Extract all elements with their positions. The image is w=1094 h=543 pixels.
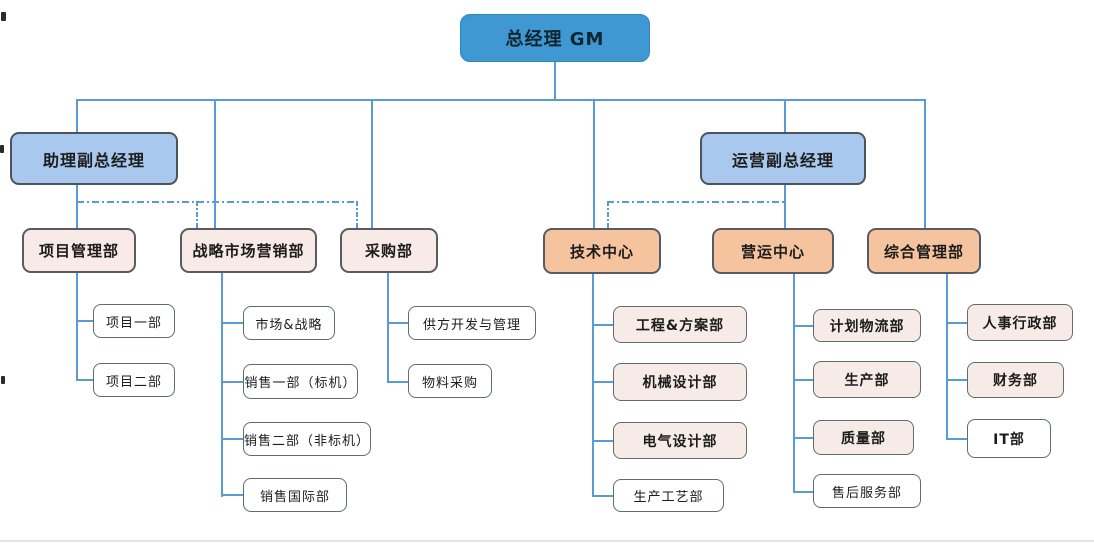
dotted-drop-technology-center — [607, 201, 609, 229]
stub-project-dept-1 — [76, 320, 93, 322]
stub-electrical-design — [592, 440, 613, 442]
stub-sales-dept-2 — [221, 438, 243, 440]
node-operations-deputy-gm: 运营副总经理 — [700, 132, 866, 185]
scan-speck — [1, 12, 6, 21]
stub-sales-dept-1 — [221, 381, 243, 383]
node-project-dept-2: 项目二部 — [93, 363, 175, 397]
node-project-dept-1: 项目一部 — [93, 304, 175, 338]
connector-drop-purchasing — [371, 99, 373, 229]
node-market-strategy: 市场&战略 — [243, 306, 335, 340]
node-sales-dept-1-standard: 销售一部（标机） — [243, 364, 358, 399]
stub-hr-admin — [946, 322, 967, 324]
scan-speck — [0, 145, 4, 153]
node-general-admin-dept: 综合管理部 — [867, 228, 981, 274]
dotted-drop-strategic-marketing — [196, 201, 198, 229]
node-operations-center: 营运中心 — [712, 228, 834, 274]
node-international-sales-dept: 销售国际部 — [243, 478, 347, 512]
stub-after-sales-service — [793, 491, 813, 493]
spine-operations-center — [793, 272, 795, 493]
node-supplier-development-management: 供方开发与管理 — [408, 306, 536, 340]
connector-drop-strategic-marketing — [214, 99, 216, 229]
stub-it — [946, 438, 967, 440]
node-hr-admin-dept: 人事行政部 — [967, 304, 1073, 341]
stub-market-strategy — [221, 322, 243, 324]
node-production-process-dept: 生产工艺部 — [613, 479, 724, 512]
node-engineering-solutions-dept: 工程&方案部 — [613, 306, 747, 343]
node-production-dept: 生产部 — [813, 361, 921, 398]
dotted-connector-operations-deputy — [607, 201, 785, 203]
spine-strategic-marketing — [221, 272, 223, 497]
spine-technology-center — [592, 272, 594, 497]
stub-supplier-development — [387, 322, 408, 324]
stub-quality-dept — [793, 437, 813, 439]
node-electrical-design-dept: 电气设计部 — [613, 422, 747, 459]
dotted-connector-assistant-deputy — [77, 201, 358, 203]
node-purchasing-dept: 采购部 — [340, 228, 438, 273]
stub-engineering-solutions — [592, 324, 613, 326]
node-strategic-marketing-dept: 战略市场营销部 — [180, 228, 317, 273]
stub-finance — [946, 379, 967, 381]
stub-production-process — [592, 495, 613, 497]
stub-mechanical-design — [592, 381, 613, 383]
stub-production-dept — [793, 379, 813, 381]
spine-project-management — [76, 272, 78, 381]
connector-drop-technology-center — [593, 99, 595, 229]
stub-international-sales — [221, 494, 243, 496]
node-assistant-deputy-gm: 助理副总经理 — [10, 132, 178, 185]
page-bottom-edge — [0, 540, 1094, 542]
connector-drop-general-admin — [924, 99, 926, 229]
node-general-manager: 总经理 GM — [460, 14, 650, 62]
node-technology-center: 技术中心 — [543, 228, 661, 274]
node-sales-dept-2-nonstandard: 销售二部（非标机） — [243, 422, 371, 456]
node-quality-dept: 质量部 — [813, 420, 914, 455]
spine-purchasing — [387, 272, 389, 383]
connector-main-horizontal — [77, 99, 926, 101]
node-project-management-dept: 项目管理部 — [22, 228, 136, 273]
dotted-drop-purchasing — [356, 201, 358, 229]
stub-project-dept-2 — [76, 379, 93, 381]
node-finance-dept: 财务部 — [967, 362, 1064, 398]
connector-gm-drop — [554, 62, 556, 100]
node-after-sales-service-dept: 售后服务部 — [813, 474, 921, 508]
node-material-purchasing: 物料采购 — [408, 364, 492, 398]
node-it-dept: IT部 — [967, 419, 1051, 458]
node-planning-logistics-dept: 计划物流部 — [813, 309, 921, 342]
spine-general-admin — [946, 272, 948, 440]
stub-planning-logistics — [793, 325, 813, 327]
scan-speck — [1, 376, 5, 384]
stub-material-purchasing — [387, 381, 408, 383]
node-mechanical-design-dept: 机械设计部 — [613, 363, 747, 401]
